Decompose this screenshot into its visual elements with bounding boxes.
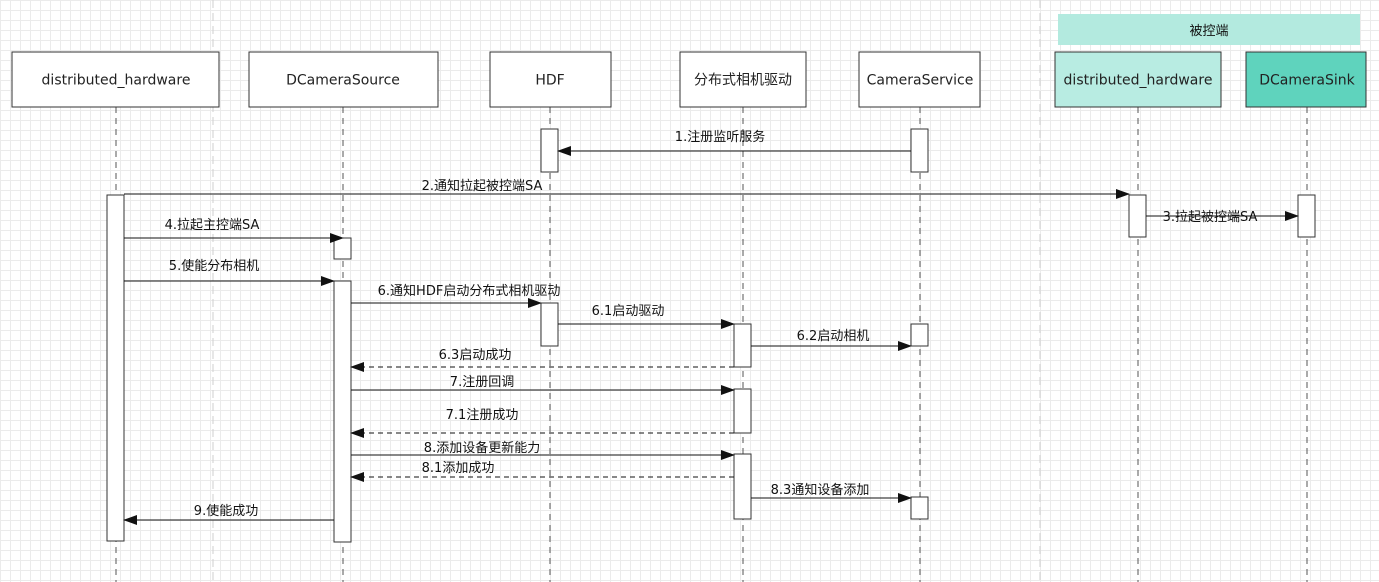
activation-bar [333,280,352,543]
message-label: 7.注册回调 [450,375,514,390]
message-4: 4.拉起主控端SA [124,218,344,243]
message-14: 8.3通知设备添加 [751,482,912,503]
group-label: 被控端 [1189,24,1228,39]
message-label: 6.3启动成功 [439,348,512,363]
message-12: 8.添加设备更新能力 [351,440,735,460]
activation-bar [910,128,929,173]
actor-dh_src: distributed_hardware [11,51,220,108]
activation-bar [733,388,752,434]
actor-label: 分布式相机驱动 [694,73,792,89]
activation-bar [733,323,752,368]
actor-box [1245,51,1367,108]
message-label: 8.添加设备更新能力 [424,440,540,456]
message-label: 2.通知拉起被控端SA [422,178,543,194]
actor-label: distributed_hardware [1064,73,1213,89]
message-13: 8.1添加成功 [350,461,734,482]
message-6: 6.通知HDF启动分布式相机驱动 [351,283,561,308]
message-label: 7.1注册成功 [446,408,519,423]
actor-hdf: HDF [489,51,612,108]
message-3: 3.拉起被控端SA [1146,210,1299,225]
message-label: 4.拉起主控端SA [165,218,260,233]
message-10: 7.注册回调 [351,375,735,395]
message-label: 6.2启动相机 [797,329,870,344]
message-8: 6.2启动相机 [751,329,912,351]
actor-box [248,51,439,108]
activation-bar [540,302,559,347]
message-label: 1.注册监听服务 [675,129,765,145]
actor-box [679,51,807,108]
activation-bar [910,496,929,520]
message-label: 3.拉起被控端SA [1163,210,1258,225]
actor-dcs: DCameraSource [248,51,439,108]
message-11: 7.1注册成功 [350,408,734,438]
message-label: 9.使能成功 [194,503,258,519]
actor-label: CameraService [867,73,974,89]
message-2: 2.通知拉起被控端SA [124,178,1130,199]
actor-label: DCameraSink [1259,73,1355,89]
actor-dh_sink: distributed_hardware [1054,51,1222,108]
message-label: 6.1启动驱动 [592,304,665,319]
activation-bar [733,453,752,520]
message-7: 6.1启动驱动 [558,304,735,329]
group-band [1058,14,1360,45]
message-9: 6.3启动成功 [350,348,734,372]
message-label: 8.3通知设备添加 [771,482,870,498]
actor-label: DCameraSource [286,73,400,89]
actor-drv: 分布式相机驱动 [679,51,807,108]
message-label: 6.通知HDF启动分布式相机驱动 [378,283,561,299]
message-label: 5.使能分布相机 [169,258,259,274]
actor-label: HDF [535,73,564,89]
actor-label: distributed_hardware [42,73,191,89]
actor-box [1054,51,1222,108]
activation-bar [333,237,352,260]
message-5: 5.使能分布相机 [124,258,335,286]
activation-bar [106,194,125,542]
message-1: 1.注册监听服务 [557,129,911,156]
activation-bar [540,128,559,173]
actor-sink: DCameraSink [1245,51,1367,108]
actor-cs: CameraService [858,51,981,108]
message-label: 8.1添加成功 [422,461,495,476]
activation-bar [910,323,929,347]
actor-box [489,51,612,108]
actor-box [11,51,220,108]
actor-box [858,51,981,108]
message-15: 9.使能成功 [123,503,334,525]
activation-bar [1297,194,1316,238]
activation-bar [1128,194,1147,238]
